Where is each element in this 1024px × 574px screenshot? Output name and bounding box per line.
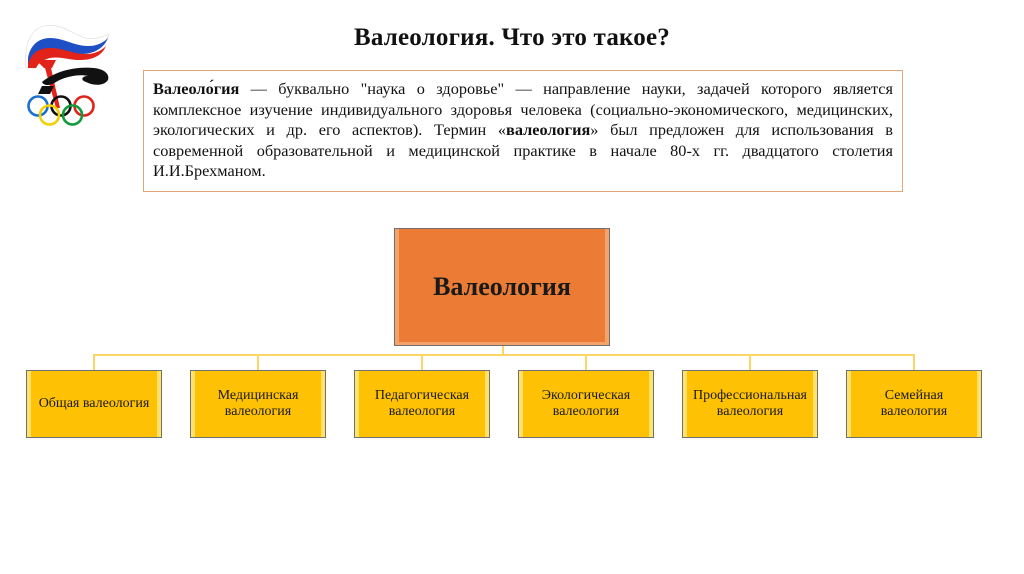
child-node-label: Профессиональная валеология (692, 388, 807, 419)
connector-child-1 (93, 354, 95, 370)
definition-term: Валеоло́гия (153, 79, 240, 98)
child-node-general: Общая валеология (26, 370, 162, 438)
root-node-label: Валеология (433, 272, 571, 301)
connector-bar (93, 354, 915, 356)
connector-child-5 (749, 354, 751, 370)
child-node-professional: Профессиональная валеология (682, 370, 818, 438)
child-node-label: Семейная валеология (880, 388, 948, 419)
child-node-label: Медицинская валеология (217, 388, 299, 419)
child-node-medical: Медицинская валеология (190, 370, 326, 438)
child-node-ecological: Экологическая валеология (518, 370, 654, 438)
root-node: Валеология (394, 228, 610, 346)
page-title: Валеология. Что это такое? (353, 24, 670, 51)
child-node-label: Педагогическая валеология (374, 388, 470, 419)
child-node-family: Семейная валеология (846, 370, 982, 438)
child-node-label: Экологическая валеология (541, 388, 631, 419)
connector-child-3 (421, 354, 423, 370)
definition-term-bold: валеология (506, 120, 591, 140)
connector-child-4 (585, 354, 587, 370)
child-node-pedagogical: Педагогическая валеология (354, 370, 490, 438)
child-node-label: Общая валеология (38, 396, 150, 411)
connector-child-2 (257, 354, 259, 370)
olympic-torch-logo-icon (14, 10, 114, 130)
definition-text-2: » был предложен для использования в совр… (153, 120, 893, 181)
connector-child-6 (913, 354, 915, 370)
definition-box: Валеоло́гия — буквально "наука о здоровь… (143, 70, 903, 192)
connector-root (502, 346, 504, 356)
definition-text-1: — буквально "наука о здоровье" — направл… (153, 79, 893, 140)
